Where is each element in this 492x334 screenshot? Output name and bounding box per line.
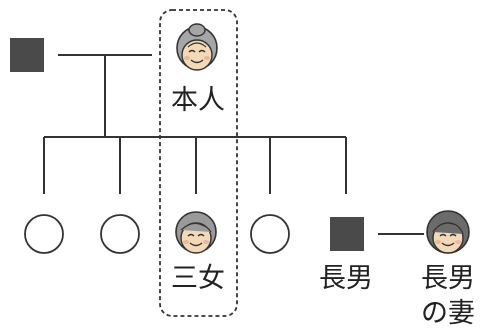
chonan-label: 長男: [319, 263, 373, 294]
daughter-1-female-circle-icon: [24, 214, 64, 254]
chonan-wife-label-line1: 長男: [421, 263, 475, 294]
chonan-wife-woman-face-icon: [426, 210, 470, 254]
honnin-elderly-woman-face-icon: [176, 23, 218, 71]
sanjo-woman-face-icon: [175, 211, 217, 254]
honnin-label: 本人: [171, 85, 225, 116]
eldest-son-male-square-icon: [330, 217, 364, 251]
father-male-square-icon: [10, 38, 44, 72]
highlight-box: [159, 9, 238, 317]
chonan-wife-label-line2: の妻: [421, 298, 475, 329]
sanjo-label: 三女: [171, 263, 225, 294]
daughter-2-female-circle-icon: [100, 214, 140, 254]
daughter-4-female-circle-icon: [250, 214, 290, 254]
